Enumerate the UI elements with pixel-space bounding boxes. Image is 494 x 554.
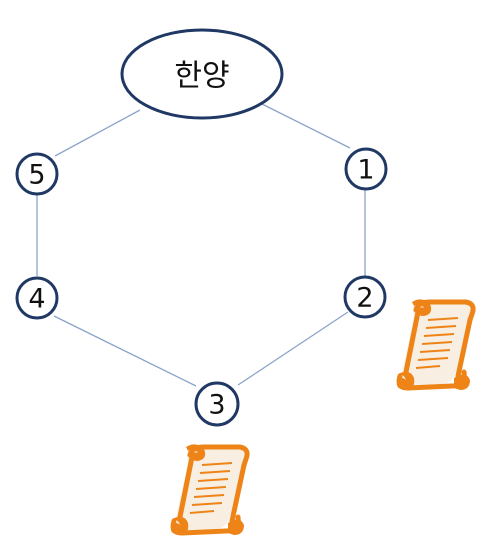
node-1: 1: [344, 147, 388, 191]
edges: [36, 103, 366, 387]
node-4-label: 4: [28, 284, 45, 315]
scroll-icon: [171, 444, 247, 535]
node-3: 3: [194, 381, 240, 427]
node-5: 5: [15, 152, 59, 196]
edge-3-4: [53, 315, 197, 387]
node-5-label: 5: [28, 160, 45, 191]
scroll-icon: [397, 299, 473, 390]
edge-5-hub: [54, 109, 141, 157]
edge-hub-1: [261, 103, 351, 149]
edge-2-3: [237, 311, 349, 386]
node-2: 2: [343, 275, 387, 319]
node-2-label: 2: [356, 283, 373, 314]
node-4: 4: [15, 276, 59, 320]
hub-label: 한양: [174, 59, 229, 94]
node-1-label: 1: [357, 155, 374, 186]
hub-node: 한양: [120, 28, 284, 120]
node-3-label: 3: [208, 390, 225, 421]
